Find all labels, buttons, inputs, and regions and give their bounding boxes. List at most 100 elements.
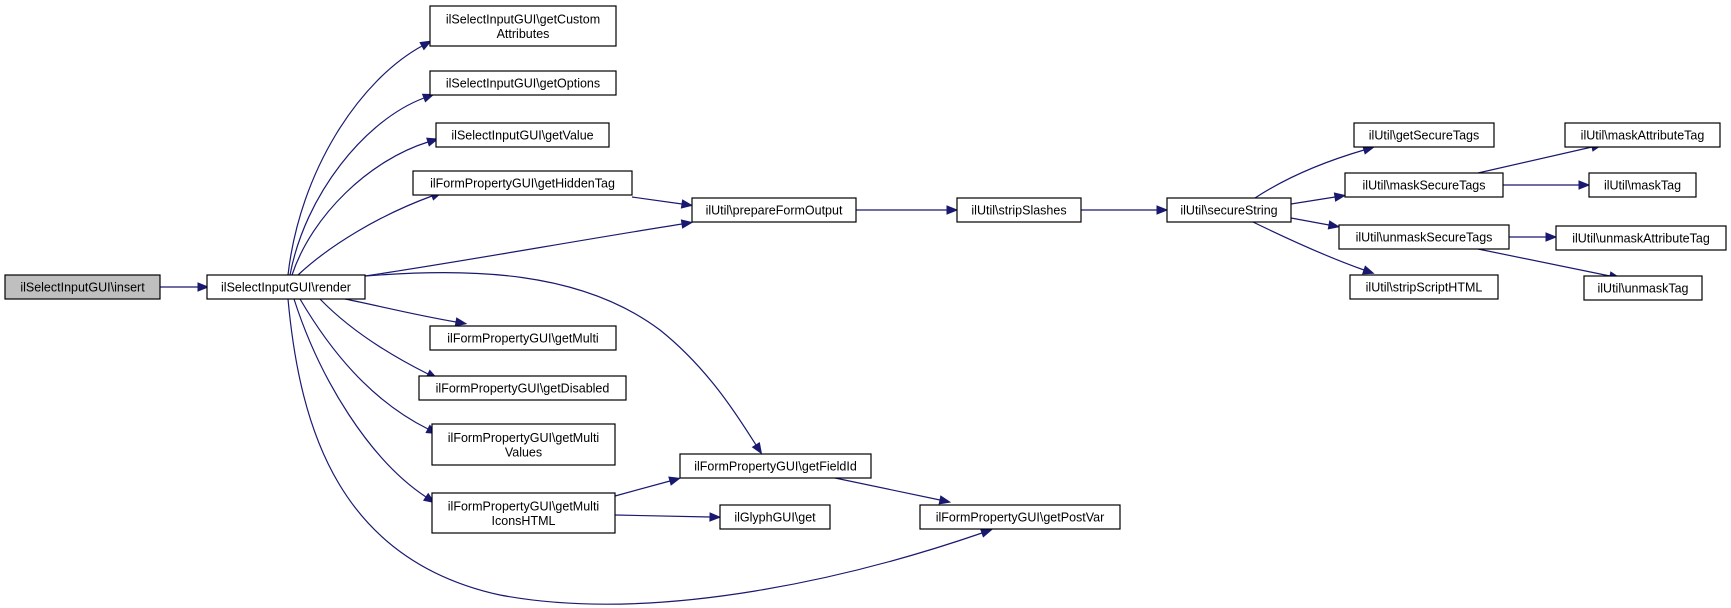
edge-line bbox=[1477, 248, 1611, 277]
arrowhead bbox=[946, 205, 959, 215]
edges-layer bbox=[160, 40, 1622, 605]
node-label: ilUtil\getSecureTags bbox=[1369, 129, 1479, 143]
arrowhead bbox=[1156, 205, 1169, 215]
edge-render-to-getPostVar bbox=[287, 298, 993, 605]
edge-getFieldId-to-getPostVar bbox=[834, 477, 952, 505]
arrowhead bbox=[419, 40, 432, 51]
edge-prepareFormOutput-to-stripSlashes bbox=[856, 205, 959, 215]
edge-line bbox=[344, 298, 457, 323]
edge-unmaskSecureTags-to-unmaskAttributeTag bbox=[1509, 232, 1558, 242]
node-getMulti[interactable]: ilFormPropertyGUI\getMulti bbox=[429, 325, 617, 351]
arrowhead bbox=[680, 219, 694, 229]
node-box bbox=[691, 197, 857, 223]
node-getOptions[interactable]: ilSelectInputGUI\getOptions bbox=[429, 70, 617, 96]
arrowhead bbox=[1545, 232, 1558, 242]
node-getDisabled[interactable]: ilFormPropertyGUI\getDisabled bbox=[418, 375, 627, 401]
node-label: ilFormPropertyGUI\getPostVar bbox=[936, 511, 1105, 525]
edge-line bbox=[289, 97, 425, 276]
edge-stripSlashes-to-secureString bbox=[1081, 205, 1169, 215]
node-label: ilUtil\unmaskTag bbox=[1597, 282, 1688, 296]
node-getFieldId[interactable]: ilFormPropertyGUI\getFieldId bbox=[679, 453, 872, 479]
node-prepareFormOutput[interactable]: ilUtil\prepareFormOutput bbox=[691, 197, 857, 223]
node-box bbox=[919, 504, 1121, 530]
arrowhead bbox=[1361, 265, 1375, 275]
node-label: ilSelectInputGUI\getCustom bbox=[446, 12, 600, 26]
edge-render-to-getValue bbox=[291, 137, 439, 276]
node-glyphGet[interactable]: ilGlyphGUI\get bbox=[719, 504, 831, 530]
node-label: Attributes bbox=[497, 27, 550, 41]
node-label: ilUtil\stripScriptHTML bbox=[1366, 281, 1483, 295]
node-box bbox=[1166, 197, 1292, 223]
node-box bbox=[1588, 172, 1697, 198]
node-unmaskAttributeTag[interactable]: ilUtil\unmaskAttributeTag bbox=[1555, 225, 1727, 251]
edge-line bbox=[1290, 217, 1330, 226]
node-box bbox=[1338, 224, 1510, 250]
node-label: ilFormPropertyGUI\getFieldId bbox=[694, 460, 857, 474]
edge-render-to-getFieldId bbox=[364, 272, 763, 455]
node-label: ilSelectInputGUI\getValue bbox=[451, 129, 593, 143]
node-label: ilFormPropertyGUI\getHiddenTag bbox=[430, 177, 615, 191]
edge-render-to-getOptions bbox=[289, 93, 435, 276]
edge-line bbox=[614, 514, 711, 518]
node-box bbox=[431, 492, 616, 534]
node-render[interactable]: ilSelectInputGUI\render bbox=[206, 274, 366, 300]
node-label: ilUtil\maskSecureTags bbox=[1363, 179, 1486, 193]
node-getSecureTags[interactable]: ilUtil\getSecureTags bbox=[1353, 122, 1495, 148]
node-maskAttributeTag[interactable]: ilUtil\maskAttributeTag bbox=[1564, 122, 1721, 148]
edge-line bbox=[364, 223, 683, 277]
edge-line bbox=[1477, 146, 1593, 174]
edge-render-to-getMulti bbox=[344, 298, 468, 327]
edge-secureString-to-unmaskSecureTags bbox=[1290, 217, 1341, 230]
node-stripSlashes[interactable]: ilUtil\stripSlashes bbox=[956, 197, 1082, 223]
edge-line bbox=[364, 272, 757, 446]
node-maskSecureTags[interactable]: ilUtil\maskSecureTags bbox=[1344, 172, 1504, 198]
node-label: Values bbox=[505, 445, 542, 459]
node-box bbox=[429, 5, 617, 47]
node-label: ilFormPropertyGUI\getDisabled bbox=[436, 382, 610, 396]
node-box bbox=[956, 197, 1082, 223]
node-maskTag[interactable]: ilUtil\maskTag bbox=[1588, 172, 1697, 198]
edge-line bbox=[319, 298, 429, 375]
edge-line bbox=[297, 195, 433, 276]
node-box bbox=[206, 274, 366, 300]
edge-getHiddenTag-to-prepareFormOutput bbox=[631, 196, 694, 209]
node-box bbox=[418, 375, 627, 401]
node-label: ilUtil\prepareFormOutput bbox=[706, 204, 843, 218]
node-label: ilGlyphGUI\get bbox=[734, 511, 816, 525]
node-unmaskSecureTags[interactable]: ilUtil\unmaskSecureTags bbox=[1338, 224, 1510, 250]
node-unmaskTag[interactable]: ilUtil\unmaskTag bbox=[1583, 275, 1703, 301]
node-label: ilUtil\unmaskSecureTags bbox=[1356, 231, 1493, 245]
arrowhead bbox=[1327, 220, 1341, 230]
arrowhead bbox=[454, 317, 468, 327]
node-box bbox=[1344, 172, 1504, 198]
node-getPostVar[interactable]: ilFormPropertyGUI\getPostVar bbox=[919, 504, 1121, 530]
node-box bbox=[1583, 275, 1703, 301]
arrowhead bbox=[979, 528, 993, 538]
node-label: ilUtil\unmaskAttributeTag bbox=[1572, 232, 1710, 246]
node-box bbox=[1349, 274, 1499, 300]
node-label: ilFormPropertyGUI\getMulti bbox=[448, 499, 599, 513]
edge-render-to-getCustomAttributes bbox=[287, 40, 432, 276]
node-insert[interactable]: ilSelectInputGUI\insert bbox=[4, 274, 161, 300]
edge-line bbox=[614, 480, 671, 497]
arrowhead bbox=[751, 441, 763, 455]
node-label: ilFormPropertyGUI\getMulti bbox=[447, 332, 598, 346]
edge-line bbox=[287, 45, 423, 276]
arrowhead bbox=[680, 199, 694, 209]
node-box bbox=[412, 170, 633, 196]
edge-render-to-getHiddenTag bbox=[297, 191, 443, 276]
node-secureString[interactable]: ilUtil\secureString bbox=[1166, 197, 1292, 223]
node-label: ilSelectInputGUI\getOptions bbox=[446, 77, 600, 91]
edge-secureString-to-maskSecureTags bbox=[1290, 192, 1347, 205]
edge-line bbox=[299, 298, 429, 430]
node-getHiddenTag[interactable]: ilFormPropertyGUI\getHiddenTag bbox=[412, 170, 633, 196]
node-getValue[interactable]: ilSelectInputGUI\getValue bbox=[435, 122, 610, 148]
edge-line bbox=[287, 298, 983, 605]
node-box bbox=[4, 274, 161, 300]
node-stripScriptHTML[interactable]: ilUtil\stripScriptHTML bbox=[1349, 274, 1499, 300]
edge-secureString-to-stripScriptHTML bbox=[1252, 221, 1375, 275]
arrowhead bbox=[709, 512, 722, 522]
